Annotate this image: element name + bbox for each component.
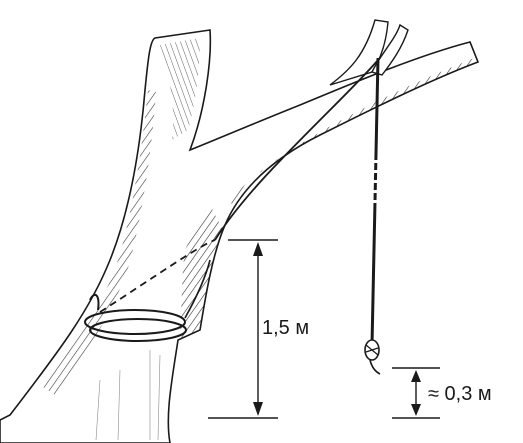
clearance-label: ≈ 0,3 м [428, 383, 492, 405]
height-label: 1,5 м [262, 317, 309, 339]
tree-trunk [0, 20, 478, 443]
